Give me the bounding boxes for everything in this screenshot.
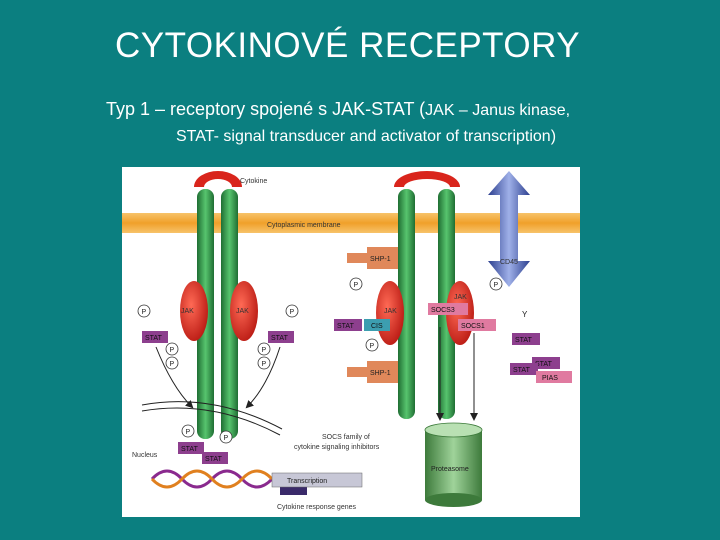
proteasome [424,422,483,507]
svg-text:P: P [494,282,499,289]
svg-text:P: P [354,282,359,289]
stat-dimer-nucleus: STAT STAT P P [178,424,233,464]
socs3-box: SOCS3 [428,303,468,315]
svg-text:SHP-1: SHP-1 [370,370,391,377]
nucleus-label: Nucleus [132,452,158,459]
svg-text:P: P [262,361,267,368]
proteasome-label: Proteasome [431,466,469,473]
proteasome-arrows [436,327,478,421]
svg-text:SHP-1: SHP-1 [370,256,391,263]
cytokine-label: Cytokine [240,178,267,185]
stat-right-1: STAT [512,333,540,345]
stat-right-2: STAT [532,357,560,369]
membrane-label: Cytoplasmic membrane [267,222,341,229]
svg-text:SOCS3: SOCS3 [431,307,455,314]
socs-family-label-2: cytokine signaling inhibitors [294,444,380,451]
svg-text:STAT: STAT [515,337,533,344]
cis-box: CIS [364,319,390,331]
stat-right-cis: STAT [334,319,362,331]
svg-text:P: P [262,347,267,354]
cytokine-left [194,171,242,187]
subtitle-main: Typ 1 – receptory spojené s JAK-STAT ( [106,99,426,119]
svg-text:STAT: STAT [181,446,199,453]
svg-text:STAT: STAT [513,367,531,374]
stat-left-2: STAT [268,331,294,343]
cytokine-right [394,171,460,187]
svg-text:P: P [142,309,147,316]
subtitle-line-1: Typ 1 – receptory spojené s JAK-STAT (JA… [106,99,570,120]
transcription-arrow [280,485,307,495]
svg-text:CIS: CIS [371,323,383,330]
jak-left-1-label: JAK [181,308,194,315]
jak-left-2-label: JAK [236,308,249,315]
shp1-top: SHP-1 [347,247,398,269]
subtitle-jak-definition: JAK – Janus kinase, [425,102,571,119]
nuclear-membrane [141,401,283,430]
stat-left-1: STAT [142,331,168,343]
jak-right-1-label: JAK [384,308,397,315]
svg-text:P: P [290,309,295,316]
svg-text:STAT: STAT [535,361,553,368]
phospho-p: P P P P P P [137,304,299,370]
svg-text:P: P [370,343,375,350]
socs1-box: SOCS1 [458,319,496,331]
svg-text:P: P [186,429,191,436]
slide-title: CYTOKINOVÉ RECEPTORY [115,26,581,65]
phospho-p-right: P P P [349,277,503,352]
subtitle-line-2: STAT- signal transducer and activator of… [176,128,557,145]
cd45-label: CD45 [500,259,518,266]
transcription-box [271,472,363,488]
cd45-arrow [488,171,530,287]
svg-text:P: P [170,347,175,354]
svg-text:SOCS1: SOCS1 [461,323,485,330]
jak-left-2 [230,281,258,341]
jak-stat-diagram: Cytoplasmic membrane CD45 Cytokine JAK J… [122,167,580,517]
jak-left-1 [180,281,208,341]
tyrosine-y: Y [522,310,528,319]
svg-text:P: P [170,361,175,368]
transcription-label: Transcription [287,478,327,485]
shp1-bottom: SHP-1 [347,361,398,383]
pias-box: PIAS [536,371,572,383]
dna-helix [150,469,274,489]
jak-right-2-label: JAK [454,294,467,301]
socs-family-label-1: SOCS family of [322,434,370,441]
svg-text:P: P [224,435,229,442]
signal-arrows-left [155,346,281,409]
svg-text:PIAS: PIAS [542,375,558,382]
svg-text:STAT: STAT [337,323,355,330]
stat-right-3: STAT [510,363,538,375]
svg-text:STAT: STAT [271,335,289,342]
svg-text:STAT: STAT [205,456,223,463]
svg-text:STAT: STAT [145,335,163,342]
response-genes-label: Cytokine response genes [277,504,356,511]
